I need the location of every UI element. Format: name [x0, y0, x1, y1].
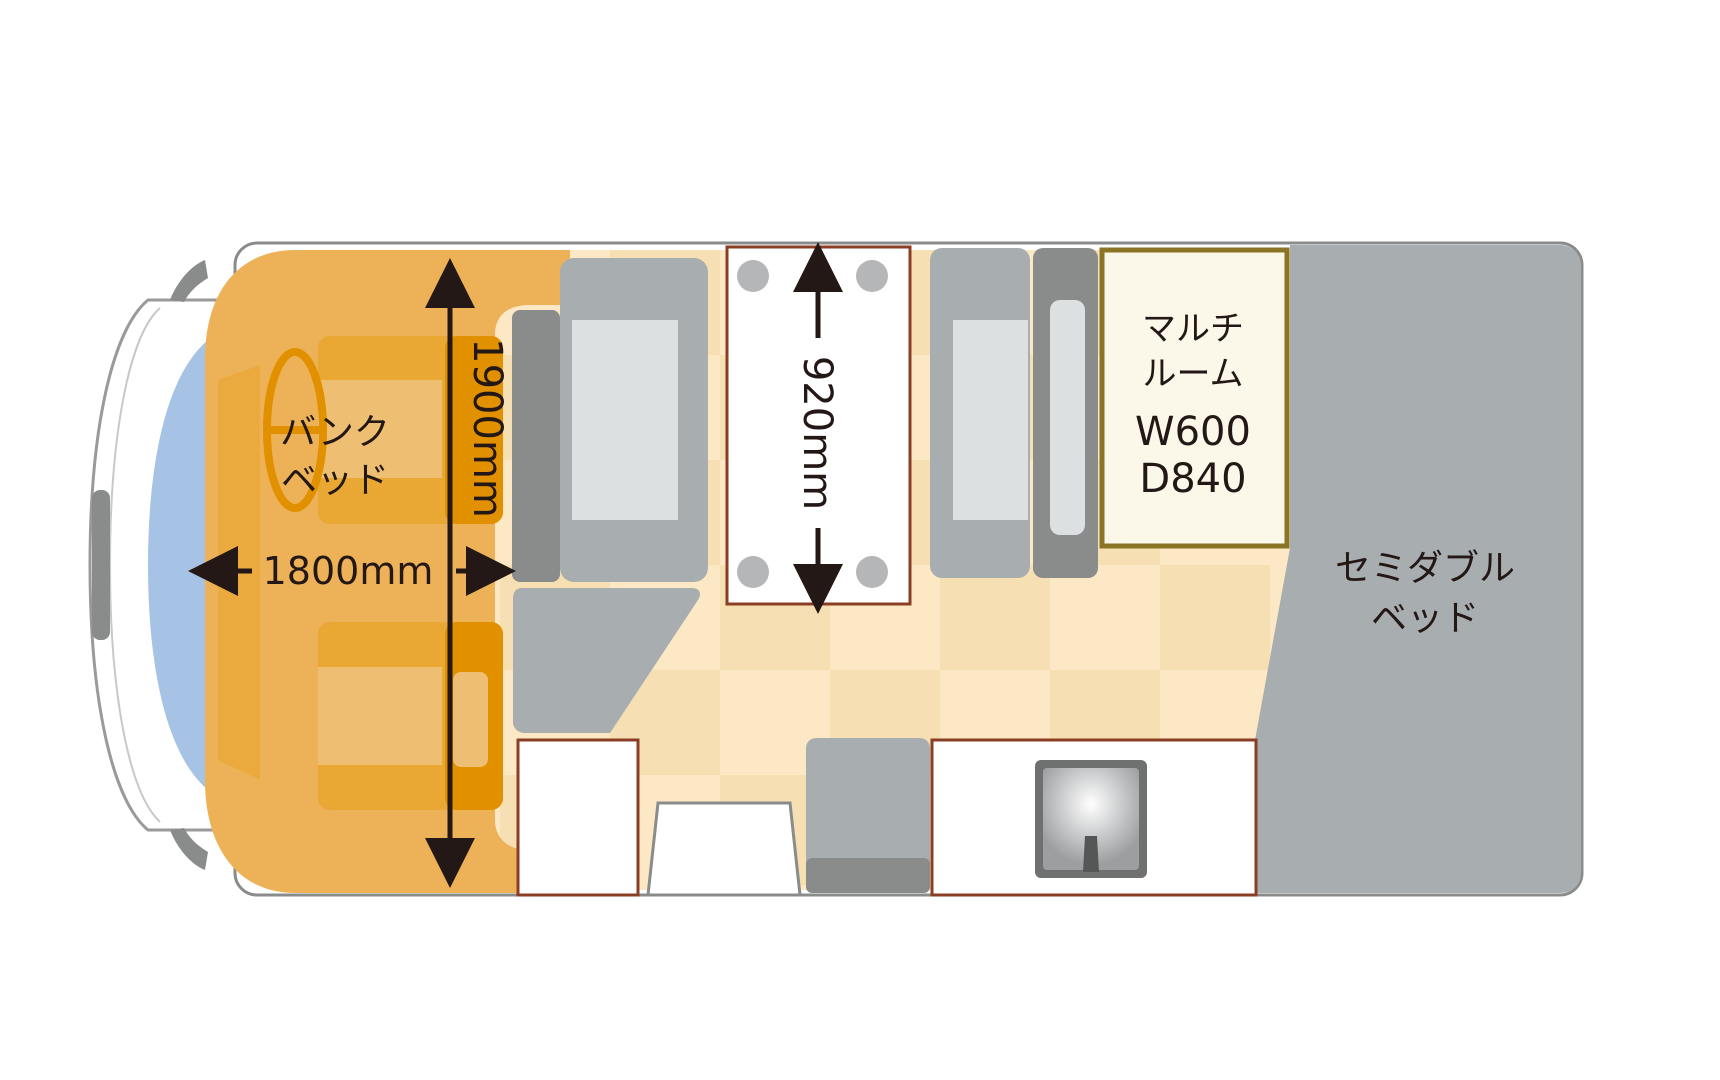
rear-bed-area	[1255, 245, 1581, 893]
bunk-bed-label-line2: ベッド	[281, 460, 389, 501]
rear-bed-label-line1: セミダブル	[1335, 548, 1515, 589]
entry-step	[646, 801, 802, 897]
length-dimension-label: 1900mm	[464, 338, 510, 518]
fridge-unit	[806, 738, 930, 893]
multi-room-label-line1: マルチ	[1142, 309, 1244, 349]
table-leg-icon	[856, 556, 888, 588]
multi-room-depth-label: D840	[1139, 456, 1246, 502]
cabinet-left	[516, 738, 640, 897]
dinette-seat-rear	[930, 248, 1098, 578]
steering-wheel-icon	[263, 348, 327, 512]
table-leg-icon	[737, 556, 769, 588]
table-leg-icon	[856, 260, 888, 292]
sink-icon	[1035, 760, 1147, 878]
table-dimension-label: 920mm	[794, 356, 840, 510]
multi-room-width-label: W600	[1135, 409, 1251, 455]
table-leg-icon	[737, 260, 769, 292]
left-mirror-icon	[170, 260, 208, 302]
grille-icon	[92, 490, 110, 640]
rear-bed-label-line2: ベッド	[1371, 598, 1479, 639]
passenger-seat	[318, 622, 503, 810]
right-mirror-icon	[170, 828, 208, 870]
dinette-corner-seat	[513, 588, 700, 733]
width-dimension-label: 1800mm	[263, 549, 434, 593]
bunk-bed-label-line1: バンク	[280, 412, 390, 453]
multi-room	[1099, 247, 1290, 549]
multi-room-label-line2: ルーム	[1143, 354, 1244, 394]
dinette-seat-front	[512, 258, 708, 582]
